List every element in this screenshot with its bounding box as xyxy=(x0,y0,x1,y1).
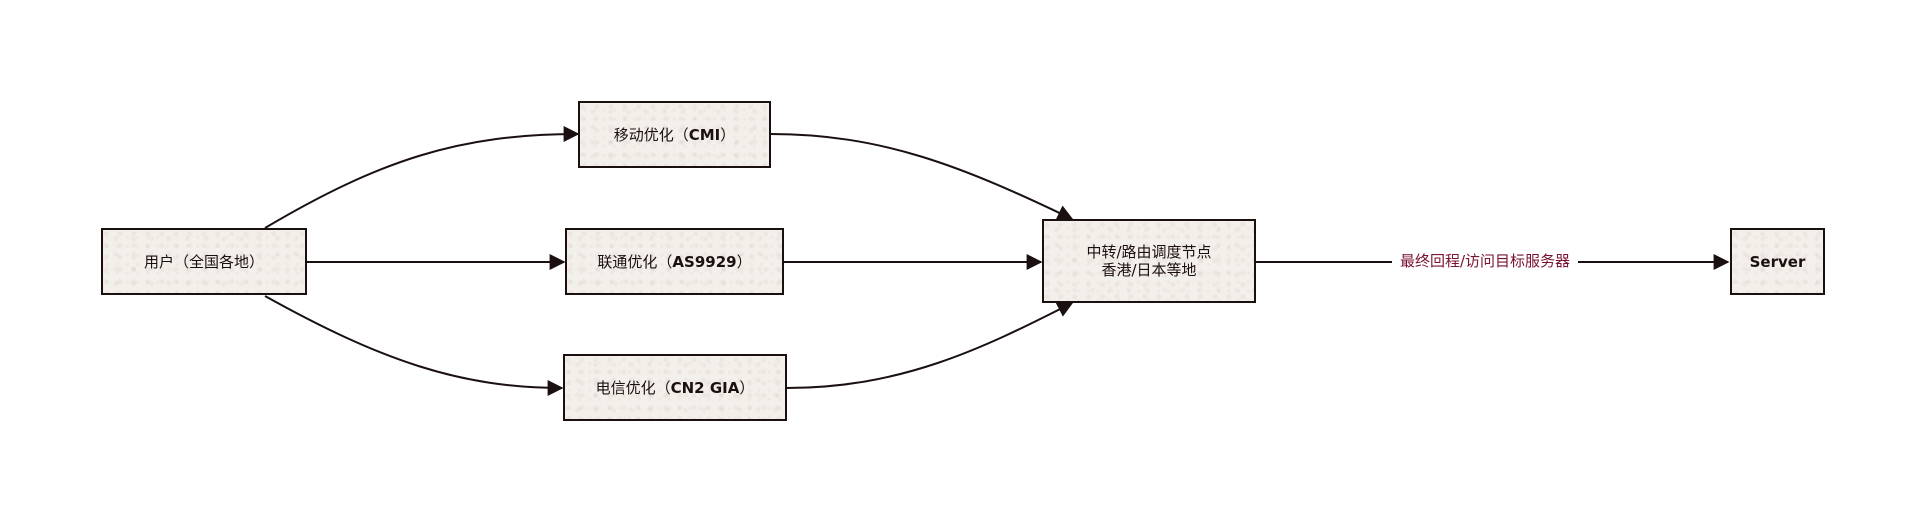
node-server-label: Server xyxy=(1749,252,1806,271)
node-as9929: 联通优化（AS9929） xyxy=(565,228,784,295)
node-relay-line2: 香港/日本等地 xyxy=(1101,261,1197,279)
edge-cn2-to-relay xyxy=(785,302,1074,389)
node-cmi: 移动优化（CMI） xyxy=(578,101,771,168)
node-user: 用户（全国各地） xyxy=(101,228,307,295)
node-cn2: 电信优化（CN2 GIA） xyxy=(563,354,787,421)
node-as9929-label: 联通优化（AS9929） xyxy=(597,252,752,271)
edge-user-to-cmi xyxy=(264,126,580,229)
node-relay-line1: 中转/路由调度节点 xyxy=(1086,243,1212,261)
node-cn2-label: 电信优化（CN2 GIA） xyxy=(595,378,755,397)
node-server: Server xyxy=(1730,228,1825,295)
edge-relay-to-server-label: 最终回程/访问目标服务器 xyxy=(1392,252,1579,270)
edge-cmi-to-relay xyxy=(769,133,1074,220)
node-user-label: 用户（全国各地） xyxy=(143,252,264,271)
edge-user-to-cn2 xyxy=(264,295,564,396)
node-cmi-label: 移动优化（CMI） xyxy=(613,125,736,144)
node-relay: 中转/路由调度节点 香港/日本等地 xyxy=(1042,219,1256,303)
